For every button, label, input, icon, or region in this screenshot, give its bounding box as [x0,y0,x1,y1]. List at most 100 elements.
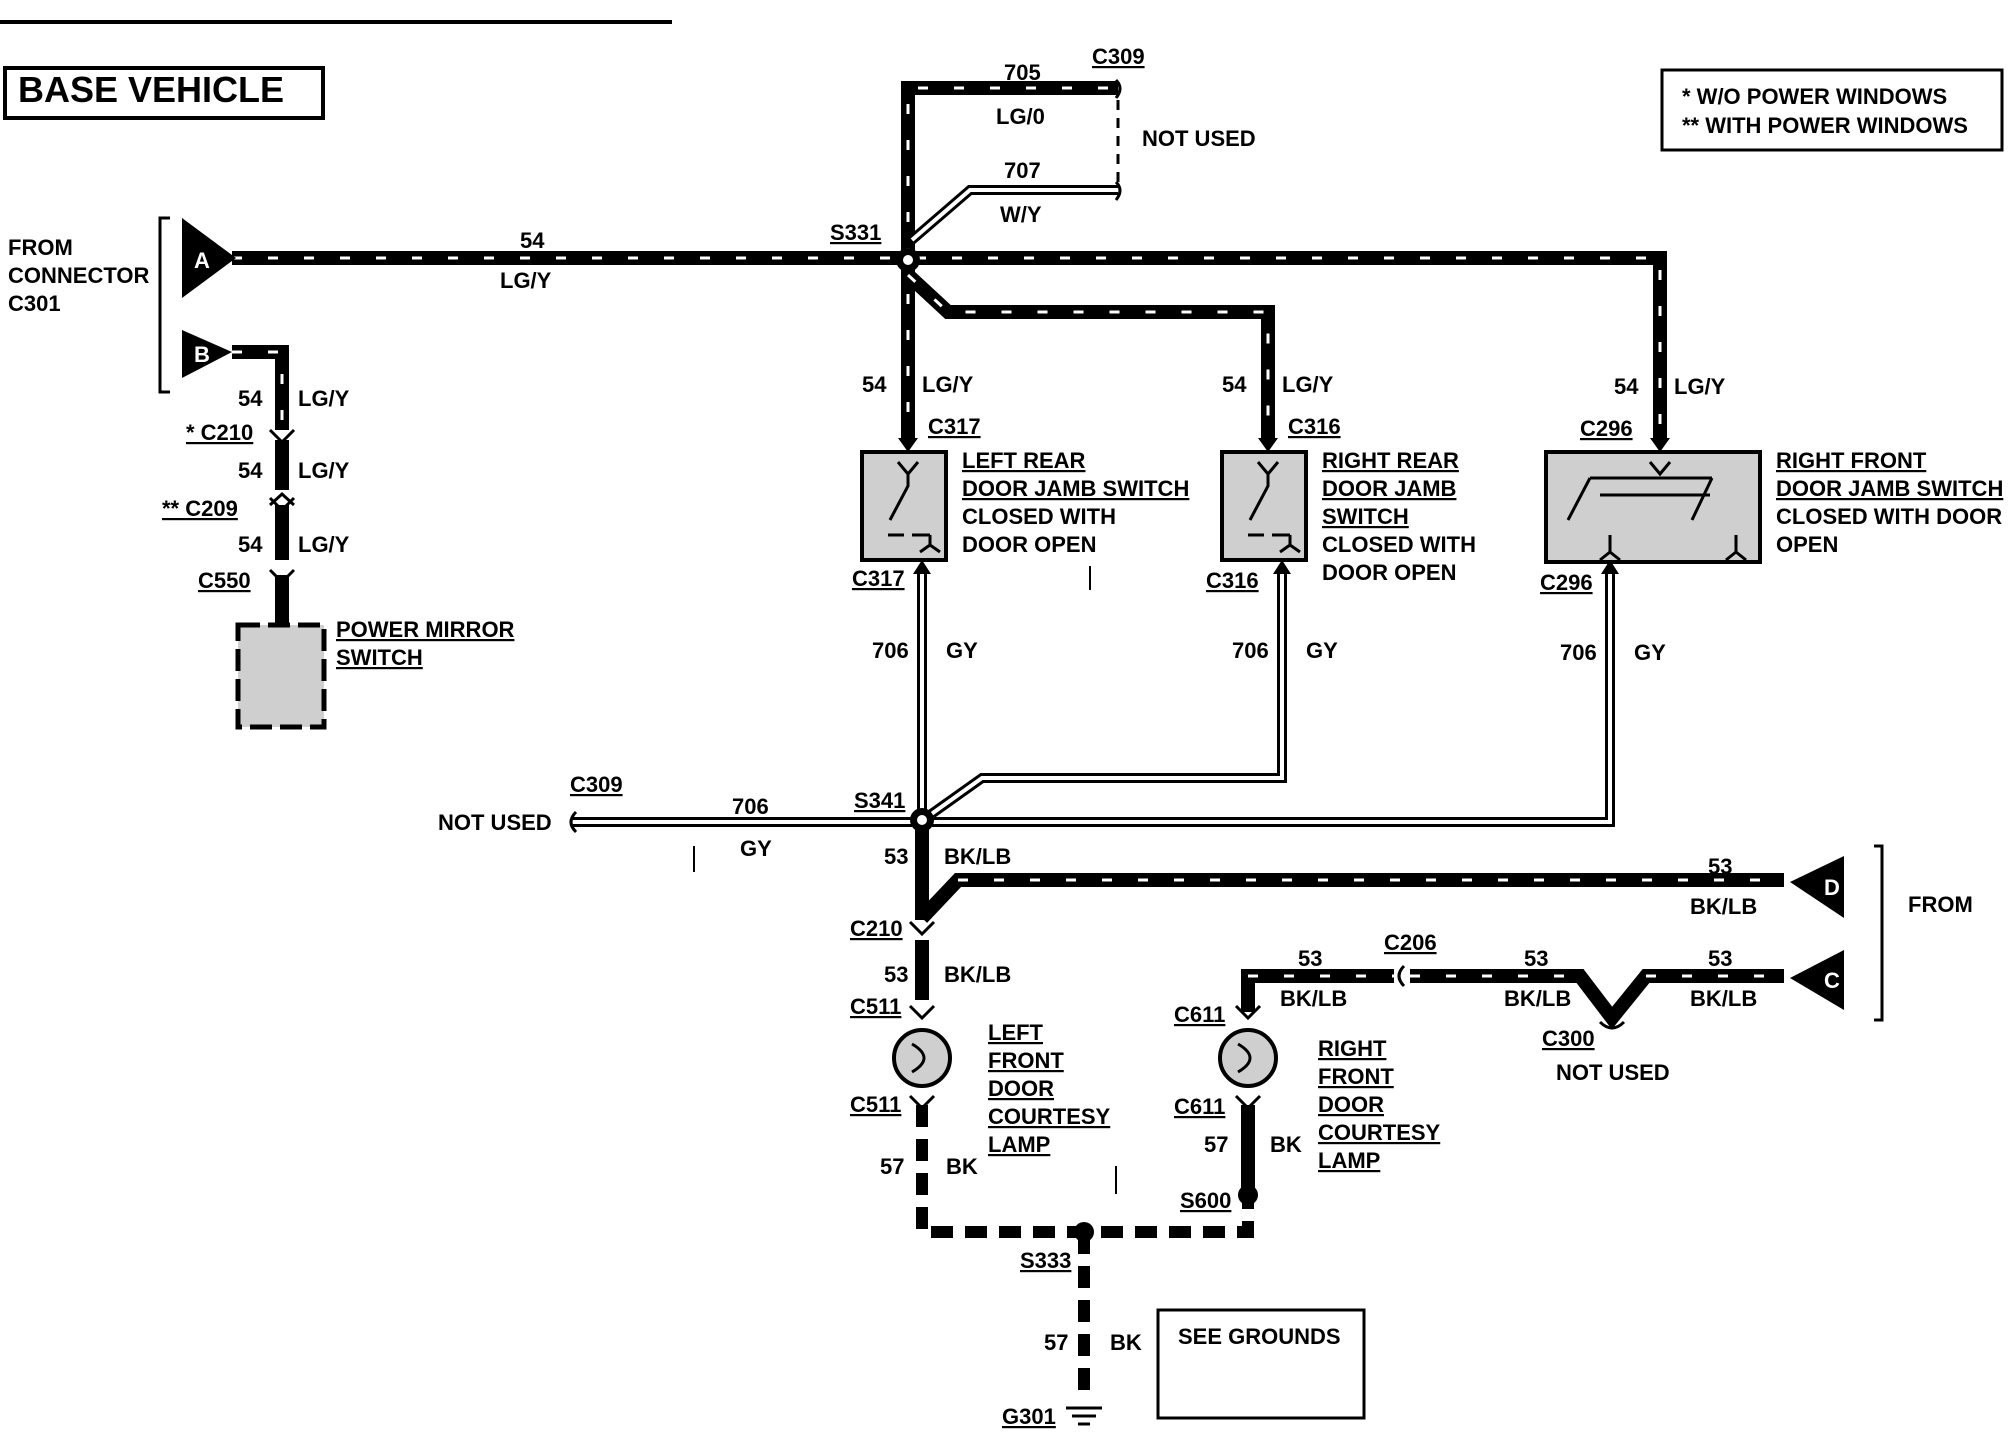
ground-g301: G301 [1002,1404,1102,1429]
label-c300: C300 [1542,1026,1595,1051]
lf-lamp-line-2: FRONT [988,1048,1064,1073]
circuit-53-wires [915,822,1784,1030]
label-c550: C550 [198,568,251,593]
rf-lamp-line-5: LAMP [1318,1148,1380,1173]
label-gy-left: GY [740,836,772,861]
label-53-b: 53 [884,962,908,987]
stray-marks [693,566,1117,1194]
right-front-door-courtesy-lamp: RIGHT FRONT DOOR COURTESY LAMP [1218,1028,1441,1173]
label-57-left: 57 [880,1154,904,1179]
label-c296-top: C296 [1580,416,1633,441]
left-front-door-courtesy-lamp: LEFT FRONT DOOR COURTESY LAMP [892,1020,1111,1157]
from-label: FROM [8,235,73,260]
lf-lamp-line-4: COURTESY [988,1104,1111,1129]
label-lgy-rf: LG/Y [1674,374,1726,399]
label-c317-bottom: C317 [852,566,905,591]
label-53-d: 53 [1708,854,1732,879]
label-c206: C206 [1384,930,1437,955]
right-front-door-jamb-switch: RIGHT FRONT DOOR JAMB SWITCH CLOSED WITH… [1544,448,2003,564]
label-53-c2: 53 [1524,946,1548,971]
power-mirror-switch: POWER MIRROR SWITCH [235,617,515,730]
label-bklb-b: BK/LB [944,962,1011,987]
label-bklb-d: BK/LB [1690,894,1757,919]
label-706-rf: 706 [1560,640,1597,665]
label-bk-left: BK [946,1154,978,1179]
label-s600: S600 [1180,1188,1231,1213]
circuit-706-wires [569,560,1619,834]
label-gy-rf: GY [1634,640,1666,665]
label-c309-left: C309 [570,772,623,797]
rf-switch-line-1: RIGHT FRONT [1776,448,1927,473]
label-bk-right: BK [1270,1132,1302,1157]
label-bk-ground: BK [1110,1330,1142,1355]
legend: * W/O POWER WINDOWS ** WITH POWER WINDOW… [1660,68,2004,152]
label-c210-star: * C210 [186,420,253,445]
left-rear-door-jamb-switch: LEFT REAR DOOR JAMB SWITCH CLOSED WITH D… [860,448,1189,562]
label-gy-rr: GY [1306,638,1338,663]
splice-s600 [1238,1185,1258,1205]
label-54-rr: 54 [1222,372,1247,397]
label-c316-bottom: C316 [1206,568,1259,593]
label-s333: S333 [1020,1248,1071,1273]
label-706-lr: 706 [872,638,909,663]
label-57-ground: 57 [1044,1330,1068,1355]
rf-lamp-line-3: DOOR [1318,1092,1384,1117]
label-53-c3: 53 [1708,946,1732,971]
title-box [3,66,325,120]
label-lgy-top: LG/Y [500,268,552,293]
label-bklb-a: BK/LB [944,844,1011,869]
label-bklb-c3: BK/LB [1690,986,1757,1011]
label-c316-top: C316 [1288,414,1341,439]
label-bklb-c2: BK/LB [1504,986,1571,1011]
connector-symbols [268,428,1262,1111]
label-c511-top: C511 [850,994,901,1019]
label-wy: W/Y [1000,202,1042,227]
ground-label: G301 [1002,1404,1056,1429]
label-s341: S341 [854,788,905,813]
rr-switch-line-2: DOOR JAMB [1322,476,1456,501]
pin-a-label: A [194,248,210,273]
right-rear-door-jamb-switch: RIGHT REAR DOOR JAMB SWITCH CLOSED WITH … [1220,448,1476,585]
see-grounds-box: SEE GROUNDS [1156,1308,1366,1420]
lf-lamp-line-5: LAMP [988,1132,1050,1157]
rf-switch-line-3: CLOSED WITH DOOR [1776,504,2002,529]
lr-switch-line-4: DOOR OPEN [962,532,1096,557]
label-c611-top: C611 [1174,1002,1225,1027]
rf-lamp-line-4: COURTESY [1318,1120,1441,1145]
legend-line-1: * W/O POWER WINDOWS [1682,84,1947,109]
label-c296-bottom: C296 [1540,570,1593,595]
label-lgy-b1: LG/Y [298,386,350,411]
label-54-b1: 54 [238,386,263,411]
connector-labels: C309 C317 C316 C296 C317 C316 C296 * C21… [162,44,1633,1119]
rf-lamp-line-1: RIGHT [1318,1036,1387,1061]
label-57-right: 57 [1204,1132,1228,1157]
lf-lamp-line-1: LEFT [988,1020,1044,1045]
source-connector-c301: A B FROM CONNECTOR C301 [8,216,236,394]
mirror-line-2: SWITCH [336,645,423,670]
arrows-to-switches [898,438,1670,452]
rf-switch-line-2: DOOR JAMB SWITCH [1776,476,2003,501]
rf-lamp-line-2: FRONT [1318,1064,1394,1089]
not-used-c300: NOT USED [1556,1060,1670,1085]
label-54-rf: 54 [1614,374,1639,399]
pin-c-label: C [1824,968,1840,993]
pin-c-icon [1790,950,1844,1010]
splice-s333 [1074,1222,1094,1242]
not-used-left: NOT USED [438,810,552,835]
label-c210: C210 [850,916,903,941]
circuit-707-wire [908,185,1118,244]
connector-label: CONNECTOR [8,263,149,288]
label-c317-top: C317 [928,414,981,439]
not-used-top: NOT USED [1142,126,1256,151]
pin-a-icon [182,218,236,298]
pin-b-icon [182,330,232,378]
label-lgy-b3: LG/Y [298,532,350,557]
page-title: BASE VEHICLE [18,69,284,110]
label-c511-bottom: C511 [850,1092,901,1117]
c301-label: C301 [8,291,61,316]
lf-lamp-line-3: DOOR [988,1076,1054,1101]
from-right-label: FROM [1908,892,1973,917]
label-706-left: 706 [732,794,769,819]
rr-switch-line-1: RIGHT REAR [1322,448,1459,473]
